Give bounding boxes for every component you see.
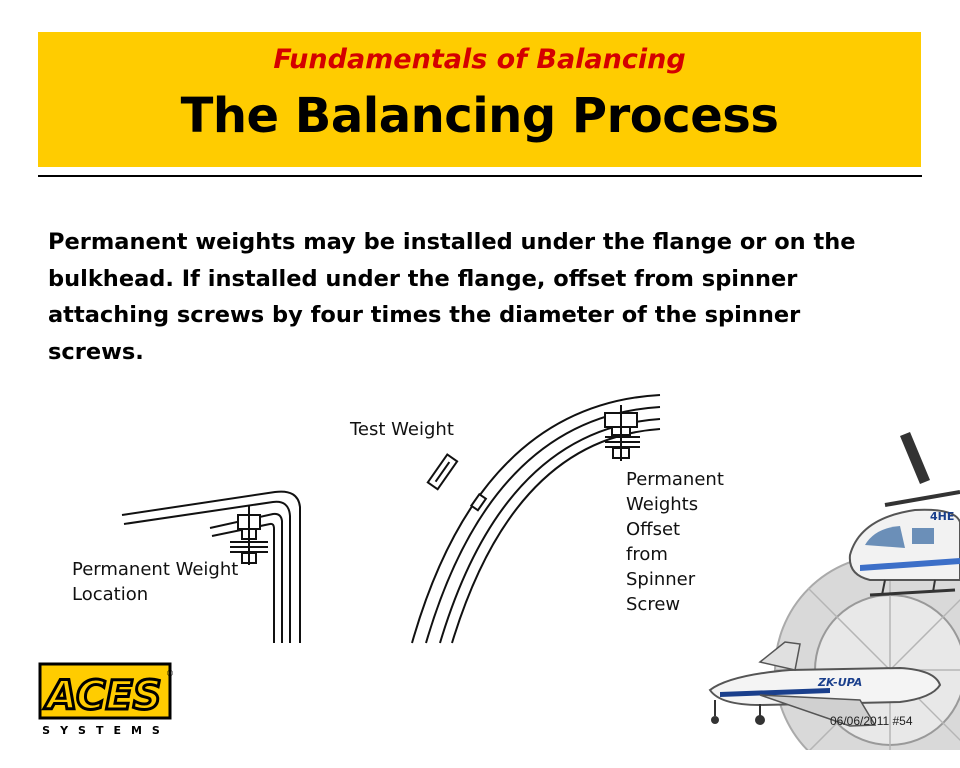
slide-footer: 06/06/2011 #54 [830, 714, 913, 728]
plane-registration: ZK-UPA [817, 676, 862, 689]
aircraft-drawing: 4HE ZK-UPA [708, 432, 960, 768]
body-line: attaching screws by four times the diame… [48, 302, 801, 328]
aces-systems-logo: ACES ® SYSTEMS [38, 662, 174, 737]
body-line: Permanent weights may be installed under… [48, 229, 856, 255]
label-line: Screw [626, 594, 681, 615]
label-permanent-weights-offset: Permanent Weights Offset from Spinner Sc… [626, 467, 724, 617]
logo-tagline: SYSTEMS [42, 724, 170, 737]
helicopter-registration: 4HE [930, 510, 954, 523]
spinner-diagram: Permanent Weight Location Test Weight Pe… [60, 385, 724, 650]
body-paragraph: Permanent weights may be installed under… [48, 224, 908, 370]
label-test-weight: Test Weight [350, 417, 454, 442]
aircraft-illustration: 4HE ZK-UPA [700, 430, 960, 768]
body-line: bulkhead. If installed under the flange,… [48, 265, 798, 292]
airplane-icon: ZK-UPA [708, 641, 942, 727]
title-banner: Fundamentals of Balancing The Balancing … [38, 32, 921, 167]
header-divider [38, 175, 922, 177]
logo-box [38, 662, 172, 720]
label-line: Offset from Spinner [626, 519, 696, 590]
label-line: Location [72, 584, 149, 605]
helicopter-icon: 4HE [848, 432, 960, 597]
spinner-diagram-drawing [121, 394, 661, 644]
logo-graphic: ACES ® SYSTEMS [38, 662, 174, 737]
slide-subtitle: Fundamentals of Balancing [273, 44, 686, 75]
slide-title: The Balancing Process [180, 88, 779, 144]
body-line: screws. [48, 338, 144, 365]
label-line: Test Weight [350, 419, 454, 440]
logo-wordmark: ACES [43, 673, 161, 719]
label-line: Permanent Weight [72, 559, 239, 580]
label-permanent-weight-location: Permanent Weight Location [72, 557, 238, 607]
label-line: Permanent Weights [626, 469, 724, 515]
svg-text:®: ® [166, 669, 173, 678]
